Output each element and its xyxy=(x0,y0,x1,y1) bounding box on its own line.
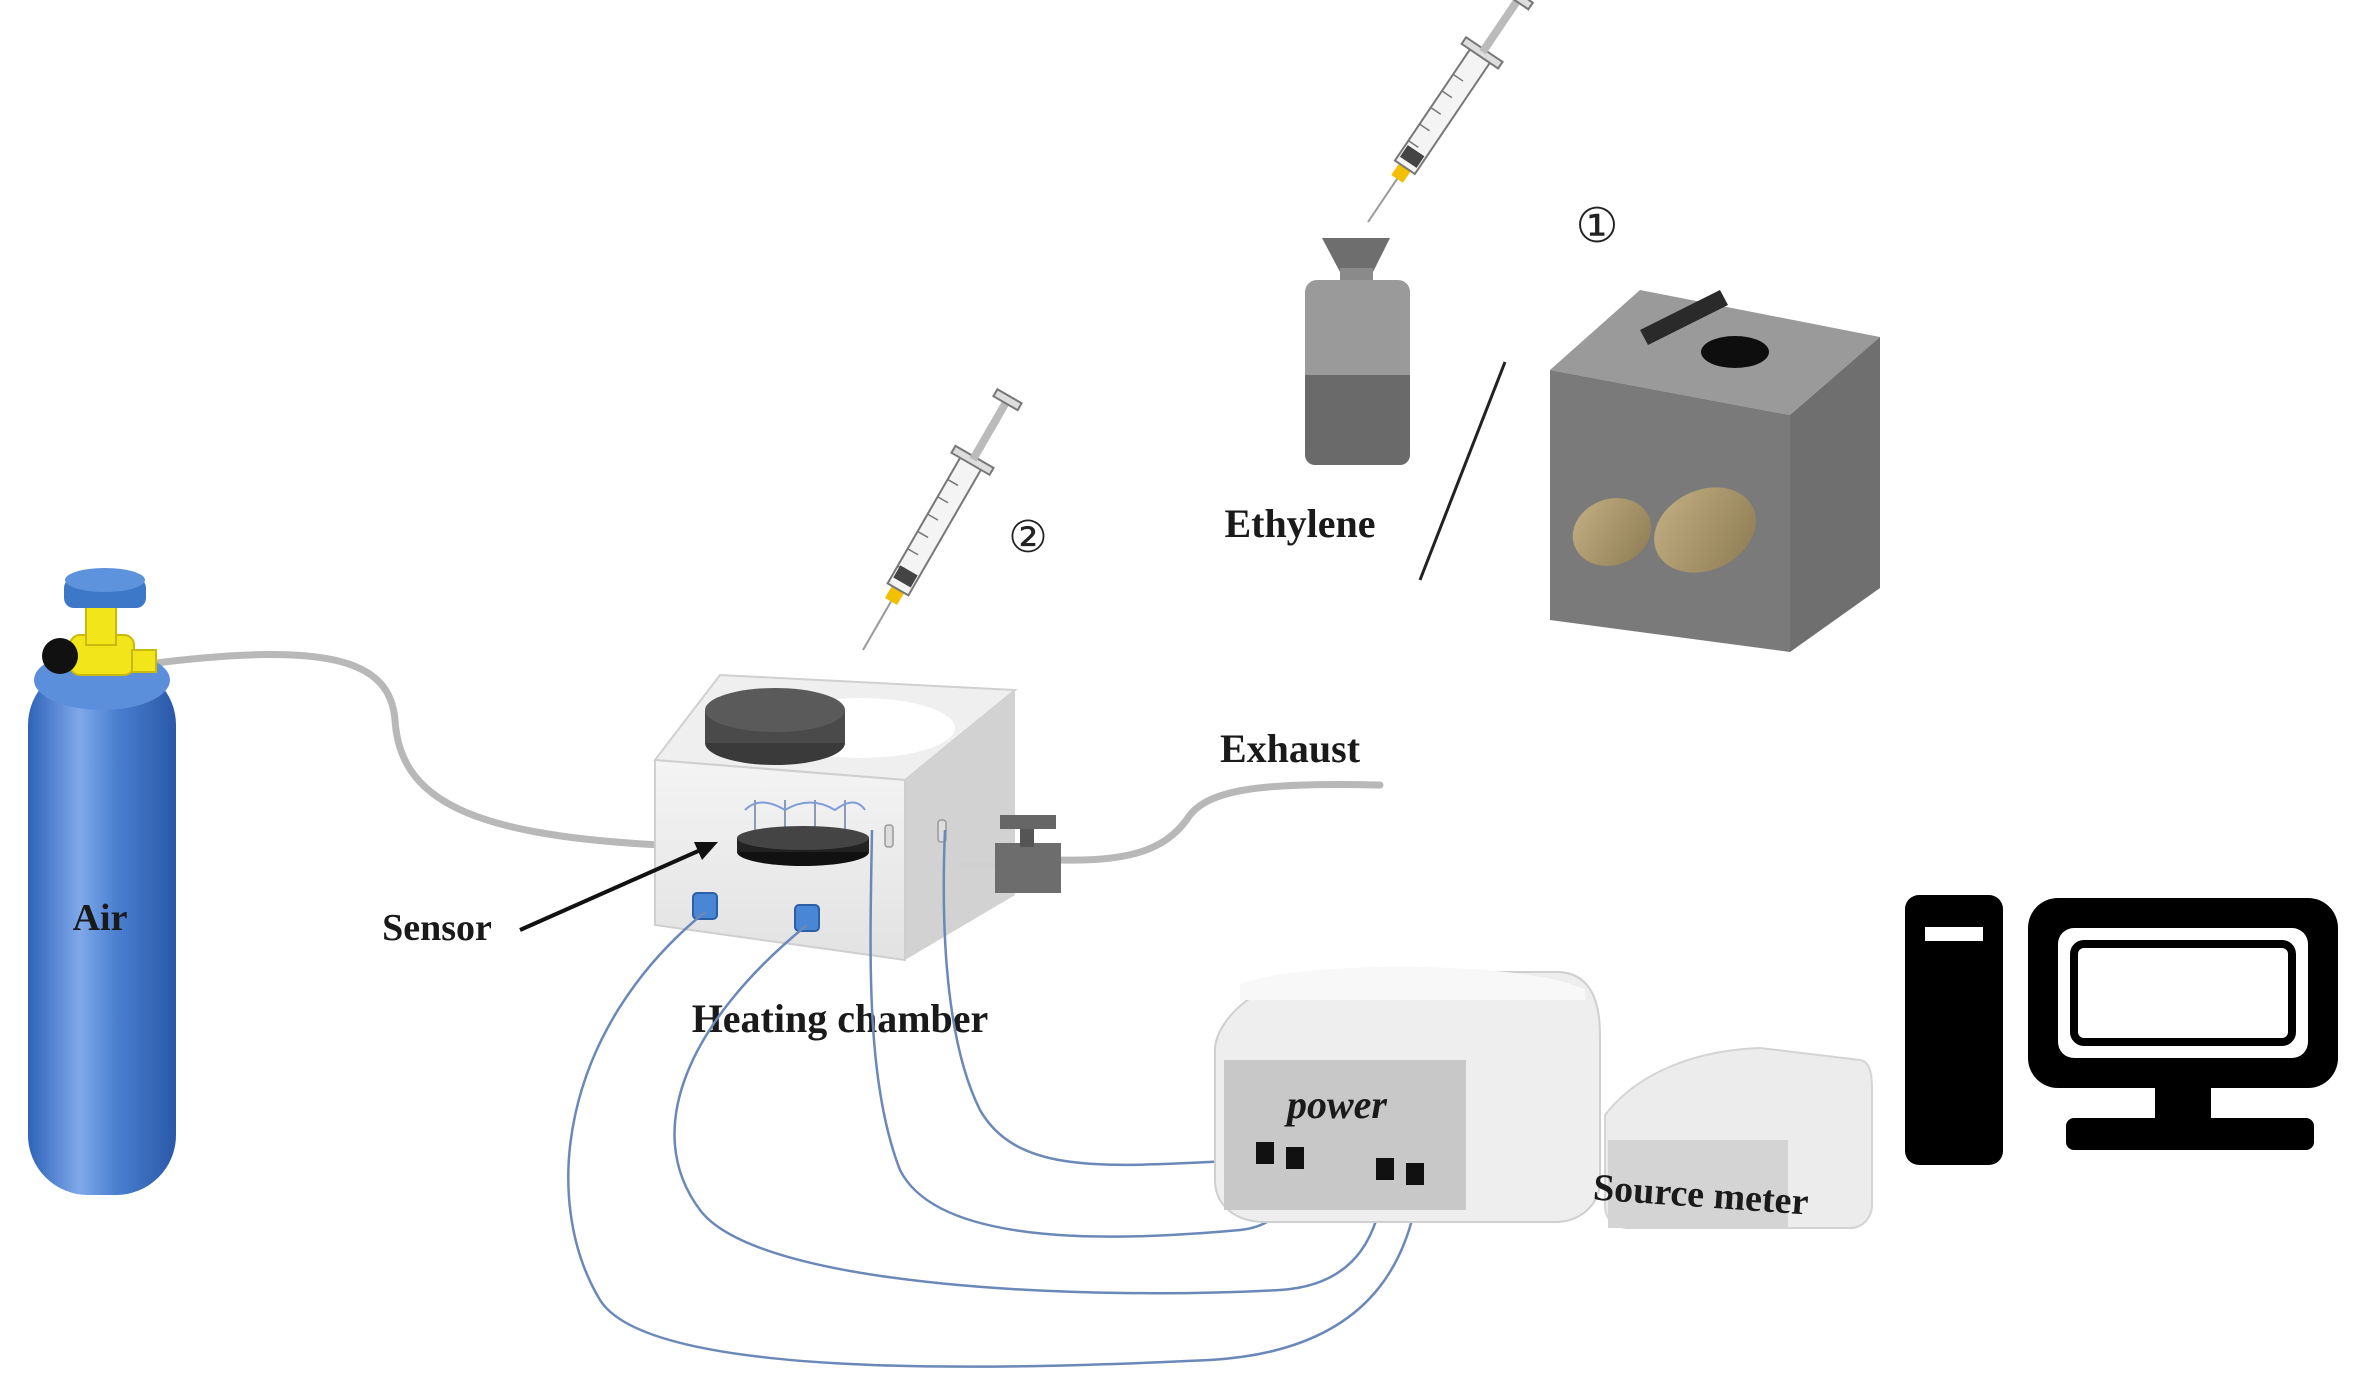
power-label: power xyxy=(1284,1082,1387,1127)
power-port-4 xyxy=(1406,1163,1424,1185)
fruit-storage-box xyxy=(1550,290,1880,652)
air-supply-tube xyxy=(136,650,664,849)
syringe-icon xyxy=(1367,0,1535,223)
heating-chamber-label: Heating chamber xyxy=(692,996,989,1041)
monitor-icon xyxy=(2028,898,2338,1150)
power-port-2 xyxy=(1286,1147,1304,1169)
sensor-arrowhead xyxy=(694,842,718,860)
computer-tower-icon xyxy=(1905,895,2003,1165)
syringe-icon xyxy=(862,387,1023,651)
sensor-label: Sensor xyxy=(382,907,492,949)
power-port-3 xyxy=(1376,1158,1394,1180)
bottle-icon xyxy=(1305,238,1410,465)
ethylene-label: Ethylene xyxy=(1224,501,1375,546)
source-meter xyxy=(1604,1046,1873,1229)
separator-line xyxy=(1418,361,1507,581)
power-port-1 xyxy=(1256,1142,1274,1164)
air-label: Air xyxy=(73,897,128,939)
power-supply xyxy=(1214,966,1601,1223)
exhaust-tube xyxy=(1056,780,1384,864)
gas-cylinder-icon xyxy=(28,568,176,1195)
exhaust-valve xyxy=(960,815,1061,893)
sensor-element xyxy=(737,800,869,866)
heating-chamber xyxy=(653,673,1018,962)
step-1-marker: ① xyxy=(1575,198,1618,254)
exhaust-label: Exhaust xyxy=(1220,726,1361,771)
sensor-arrow xyxy=(519,846,706,932)
step-2-marker: ② xyxy=(1008,512,1047,563)
